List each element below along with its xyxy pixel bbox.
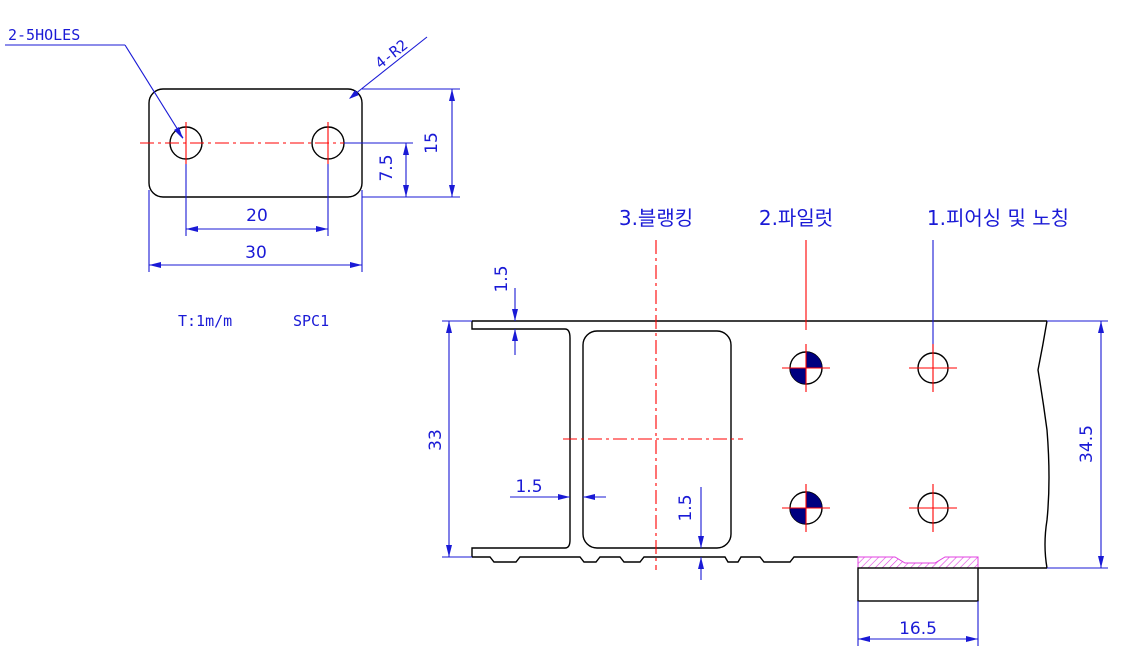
blank-detail: 2-5HOLES 4-R2 20 30 15 7.5 T:1m/m	[5, 26, 460, 330]
dim-34-5-arrow-top	[1098, 321, 1104, 333]
dim-bottom-1-5-arrow-lower	[698, 557, 704, 569]
dim-bottom-1-5-text: 1.5	[676, 494, 696, 521]
dim-16-5-arrow-left	[858, 636, 870, 642]
dim-15-arrow-bottom	[449, 185, 455, 197]
pierce-hole-bottom	[909, 484, 957, 532]
dim-30-text: 30	[245, 243, 267, 263]
dim-33-text: 33	[426, 429, 446, 451]
pilot-top	[782, 344, 830, 392]
dim-30-arrow-right	[350, 262, 362, 268]
station-label-pilot: 2.파일럿	[759, 206, 833, 230]
dim-15-arrow-top	[449, 89, 455, 101]
hole-note-text: 2-5HOLES	[8, 26, 80, 44]
dim-34-5-arrow-bottom	[1098, 556, 1104, 568]
material-grade: SPC1	[293, 312, 329, 330]
dim-web-1-5-arrow-right	[583, 494, 595, 500]
dim-33-arrow-bottom	[446, 545, 452, 557]
dim-16-5-arrow-right	[966, 636, 978, 642]
notch-punch	[857, 567, 979, 602]
strip-bottom-edge	[472, 556, 858, 563]
notch-hatch	[857, 556, 979, 569]
dim-7-5-text: 7.5	[377, 154, 397, 181]
dim-web-1-5-arrow-left	[558, 494, 570, 500]
strip-layout: 3.블랭킹 2.파일럿 1.피어싱 및 노칭 1.5 33 1.5 1.5	[426, 206, 1108, 646]
dim-top-1-5-arrow-lower	[512, 329, 518, 341]
radius-note-arrow	[349, 90, 359, 99]
station-label-blanking: 3.블랭킹	[619, 206, 693, 230]
strip-top-lip	[471, 321, 565, 330]
material-thickness: T:1m/m	[178, 312, 232, 330]
station-label-piercing: 1.피어싱 및 노칭	[927, 206, 1069, 230]
hole-note-arrow	[174, 127, 183, 139]
dim-20-text: 20	[246, 206, 268, 226]
dim-7-5-arrow-bottom	[403, 185, 409, 197]
strip-break-line	[1037, 320, 1050, 569]
dim-20-arrow-right	[316, 226, 328, 232]
dim-33-arrow-top	[446, 321, 452, 333]
dim-16-5-text: 16.5	[899, 619, 937, 639]
dim-20-arrow-left	[186, 226, 198, 232]
hole-note-leader	[124, 44, 184, 139]
pilot-bottom	[782, 484, 830, 532]
strip-bottom-lip	[471, 547, 565, 557]
dim-top-1-5-arrow-upper	[512, 309, 518, 321]
blank-outline	[148, 88, 363, 198]
dim-top-1-5-text: 1.5	[492, 265, 512, 292]
dim-web-1-5-text: 1.5	[515, 477, 542, 497]
dim-7-5-arrow-top	[403, 143, 409, 155]
pierce-hole-top	[909, 344, 957, 392]
dim-34-5-text: 34.5	[1077, 425, 1097, 463]
dim-15-text: 15	[422, 132, 442, 154]
dim-bottom-1-5-arrow-upper	[698, 536, 704, 548]
radius-note-text: 4-R2	[372, 36, 412, 72]
radius-note-leader	[349, 36, 428, 99]
dim-30-arrow-left	[149, 262, 161, 268]
